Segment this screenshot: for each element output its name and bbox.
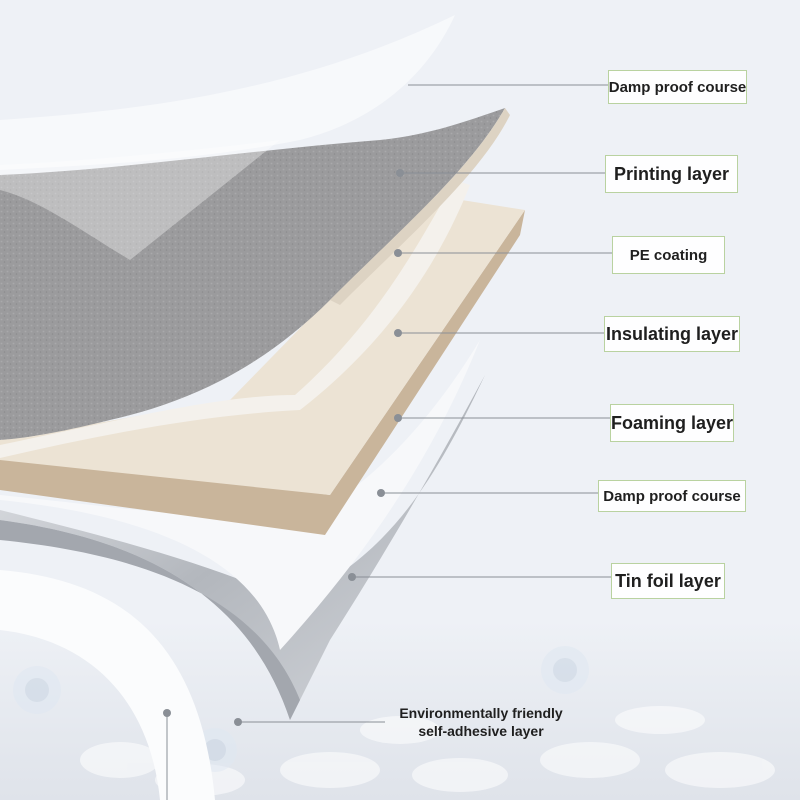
label-damp-proof-course-bottom: Damp proof course <box>598 480 746 512</box>
label-insulating-layer: Insulating layer <box>604 316 740 352</box>
label-pe-coating: PE coating <box>612 236 725 274</box>
label-self-adhesive-line2: self-adhesive layer <box>418 722 543 740</box>
label-printing-layer: Printing layer <box>605 155 738 193</box>
label-self-adhesive-line1: Environmentally friendly <box>399 704 562 722</box>
label-damp-proof-course-top: Damp proof course <box>608 70 747 104</box>
label-tin-foil-layer: Tin foil layer <box>611 563 725 599</box>
label-foaming-layer: Foaming layer <box>610 404 734 442</box>
label-self-adhesive-layer: Environmentally friendly self-adhesive l… <box>385 702 577 742</box>
